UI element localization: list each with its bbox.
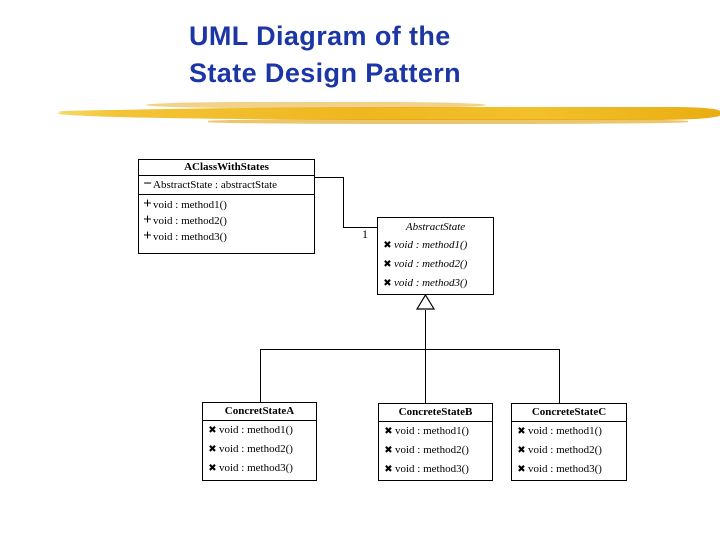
x-visibility-icon: ✖ — [384, 464, 393, 475]
method-row: ✖void : method2() — [203, 440, 316, 459]
x-visibility-icon: ✖ — [384, 445, 393, 456]
public-visibility-icon: + — [143, 196, 152, 212]
uml-class-abstractstate: AbstractState ✖void : method1() ✖void : … — [377, 217, 494, 295]
method-row: +void : method3() — [139, 229, 314, 245]
attribute-text: AbstractState : abstractState — [153, 179, 278, 191]
method-text: void : method1() — [528, 425, 602, 437]
title-line-1: UML Diagram of the — [189, 21, 451, 51]
uml-class-concretestatec: ConcreteStateC ✖void : method1() ✖void :… — [511, 403, 627, 481]
x-visibility-icon: ✖ — [208, 444, 217, 455]
class-name: ConcreteStateB — [379, 404, 492, 422]
method-text: void : method3() — [219, 462, 293, 474]
x-visibility-icon: ✖ — [517, 426, 526, 437]
x-visibility-icon: ✖ — [517, 464, 526, 475]
method-text: void : method2() — [395, 444, 469, 456]
association-line-h1 — [315, 177, 344, 178]
inheritance-line-left-drop — [260, 350, 261, 402]
method-text: void : method1() — [395, 425, 469, 437]
inheritance-line-center — [425, 310, 426, 403]
uml-class-aclasswithstates: AClassWithStates −AbstractState : abstra… — [138, 159, 315, 254]
method-row: ✖void : method1() — [378, 236, 493, 255]
class-name: AClassWithStates — [184, 161, 269, 173]
method-row: ✖void : method1() — [203, 421, 316, 440]
method-row: +void : method1() — [139, 197, 314, 213]
public-visibility-icon: + — [143, 212, 152, 228]
method-row: ✖void : method3() — [512, 460, 626, 479]
method-row: ✖void : method1() — [379, 422, 492, 441]
method-row: ✖void : method2() — [379, 441, 492, 460]
brush-wisp-bottom — [208, 119, 688, 124]
method-text: void : method2() — [394, 258, 468, 270]
x-visibility-icon: ✖ — [517, 445, 526, 456]
page-title: UML Diagram of the State Design Pattern — [189, 18, 461, 92]
multiplicity-label: 1 — [362, 227, 368, 241]
method-row: ✖void : method3() — [379, 460, 492, 479]
method-row: ✖void : method2() — [512, 441, 626, 460]
brush-wisp-top — [146, 102, 486, 108]
method-text: void : method3() — [528, 463, 602, 475]
method-text: void : method2() — [528, 444, 602, 456]
private-visibility-icon: − — [143, 176, 152, 192]
method-text: void : method3() — [394, 277, 468, 289]
class-name: ConcreteStateC — [512, 404, 626, 422]
inheritance-line-horizontal — [260, 349, 560, 350]
method-text: void : method1() — [153, 199, 227, 211]
method-text: void : method2() — [219, 443, 293, 455]
methods-compartment: +void : method1() +void : method2() +voi… — [139, 194, 314, 245]
method-text: void : method1() — [394, 239, 468, 251]
inheritance-line-right-drop — [559, 350, 560, 403]
brush-stroke-accent — [58, 100, 720, 128]
inheritance-triangle-icon — [416, 294, 435, 310]
x-visibility-icon: ✖ — [384, 426, 393, 437]
method-text: void : method2() — [153, 215, 227, 227]
public-visibility-icon: + — [143, 228, 152, 244]
attributes-compartment: −AbstractState : abstractState — [139, 175, 314, 194]
method-row: +void : method2() — [139, 213, 314, 229]
method-row: ✖void : method3() — [378, 274, 493, 293]
method-row: ✖void : method1() — [512, 422, 626, 441]
method-text: void : method3() — [395, 463, 469, 475]
brush-main — [58, 107, 720, 120]
title-line-2: State Design Pattern — [189, 58, 462, 88]
method-row: ✖void : method3() — [203, 459, 316, 478]
method-text: void : method1() — [219, 424, 293, 436]
attribute-row: −AbstractState : abstractState — [139, 176, 314, 194]
association-line-v1 — [343, 177, 344, 228]
class-name: ConcretStateA — [203, 403, 316, 421]
x-visibility-icon: ✖ — [383, 240, 392, 251]
method-row: ✖void : method2() — [378, 255, 493, 274]
association-line-h2 — [344, 227, 377, 228]
x-visibility-icon: ✖ — [383, 278, 392, 289]
class-name: AbstractState — [405, 221, 466, 233]
uml-class-concretstatea: ConcretStateA ✖void : method1() ✖void : … — [202, 402, 317, 481]
x-visibility-icon: ✖ — [208, 425, 217, 436]
x-visibility-icon: ✖ — [383, 259, 392, 270]
x-visibility-icon: ✖ — [208, 463, 217, 474]
uml-class-concretestateb: ConcreteStateB ✖void : method1() ✖void :… — [378, 403, 493, 481]
method-text: void : method3() — [153, 231, 227, 243]
